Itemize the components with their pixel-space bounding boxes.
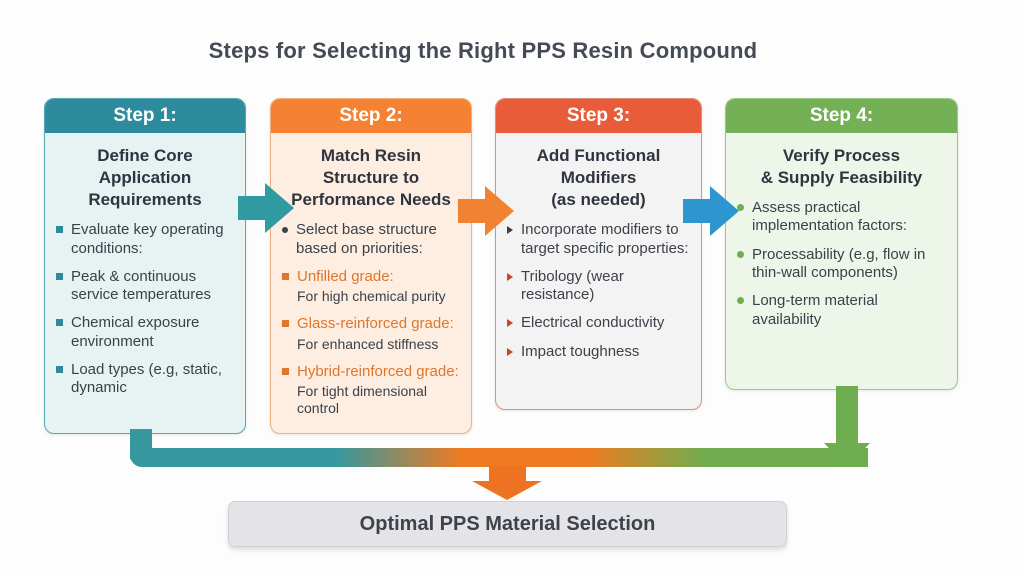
- right-arrow-icon: [683, 186, 739, 236]
- result-box: Optimal PPS Material Selection: [228, 501, 787, 547]
- square-marker-icon: [282, 367, 289, 375]
- square-marker-icon: [282, 272, 289, 280]
- grade-desc: For enhanced stiffness: [297, 335, 439, 352]
- square-marker-icon: [282, 320, 289, 328]
- step-4-header: Step 4:: [726, 99, 957, 133]
- step-1-body: Define Core Application Requirements Eva…: [45, 133, 245, 433]
- list-item: Processability (e.g, flow in thin-wall c…: [737, 246, 946, 283]
- dot-marker-icon: [737, 297, 744, 305]
- grade-entry: Unfilled grade: For high chemical purity: [297, 268, 446, 305]
- triangle-marker-icon: [507, 319, 513, 328]
- step-2-header: Step 2:: [271, 99, 471, 133]
- bullet-text: Incorporate modifiers to target specific…: [521, 221, 689, 257]
- bullet-text: Peak & continuous service temperatures: [71, 267, 212, 304]
- bullet-text: Processability (e.g, flow in thin-wall c…: [752, 245, 926, 282]
- bullet-text: Impact toughness: [521, 342, 640, 360]
- step-card-3: Step 3: Add Functional Modifiers (as nee…: [495, 98, 702, 410]
- list-item: Assess practical implementation factors:: [737, 199, 946, 236]
- bullet-text: Tribology (wear resistance): [521, 267, 624, 304]
- right-arrow-icon: [238, 183, 294, 233]
- step-card-4: Step 4: Verify Process & Supply Feasibil…: [725, 98, 958, 390]
- square-marker-icon: [56, 272, 63, 280]
- list-item: Load types (e.g, static, dynamic: [56, 361, 234, 398]
- down-arrow-stem: [489, 466, 526, 481]
- list-item: Electrical conductivity: [507, 314, 690, 332]
- bullet-text: Electrical conductivity: [521, 314, 665, 332]
- list-item: Incorporate modifiers to target specific…: [507, 221, 690, 258]
- step-2-heading: Match Resin Structure to Performance Nee…: [291, 146, 451, 210]
- bullet-text: Load types (e.g, static, dynamic: [71, 361, 222, 397]
- triangle-marker-icon: [507, 272, 513, 281]
- bullet-text: Evaluate key operating conditions:: [71, 221, 224, 257]
- grade-entry: Hybrid-reinforced grade: For tight dimen…: [297, 363, 460, 417]
- step-4-body: Verify Process & Supply Feasibility Asse…: [726, 133, 957, 389]
- bullet-text: Select base structure based on prioritie…: [296, 221, 437, 257]
- dot-marker-icon: [282, 227, 288, 234]
- grade-label: Unfilled grade:: [297, 267, 394, 285]
- step-3-body: Add Functional Modifiers (as needed) Inc…: [496, 133, 701, 409]
- grade-label: Glass-reinforced grade:: [297, 315, 454, 333]
- square-marker-icon: [56, 226, 63, 234]
- list-item: Long-term material availability: [737, 292, 946, 329]
- down-arrow-icon: [824, 443, 870, 467]
- step-card-1: Step 1: Define Core Application Requirem…: [44, 98, 246, 434]
- list-item: Unfilled grade: For high chemical purity: [282, 268, 460, 305]
- down-arrow-icon: [472, 481, 542, 500]
- dot-marker-icon: [737, 204, 744, 212]
- triangle-marker-icon: [507, 347, 513, 356]
- triangle-marker-icon: [507, 226, 513, 235]
- step-card-2: Step 2: Match Resin Structure to Perform…: [270, 98, 472, 434]
- bullet-text: Long-term material availability: [752, 292, 878, 328]
- square-marker-icon: [56, 366, 63, 374]
- grade-entry: Glass-reinforced grade: For enhanced sti…: [297, 315, 454, 352]
- step-2-body: Match Resin Structure to Performance Nee…: [271, 133, 471, 433]
- grade-desc: For tight dimensional control: [297, 382, 427, 416]
- bullet-text: Chemical exposure environment: [71, 314, 200, 350]
- list-item: Select base structure based on prioritie…: [282, 221, 460, 258]
- list-item: Impact toughness: [507, 343, 690, 361]
- result-label: Optimal PPS Material Selection: [359, 512, 656, 535]
- step-3-header: Step 3:: [496, 99, 701, 133]
- dot-marker-icon: [737, 250, 744, 258]
- step-3-heading: Add Functional Modifiers (as needed): [536, 146, 661, 210]
- grade-desc: For high chemical purity: [297, 288, 446, 305]
- bullet-text: Assess practical implementation factors:: [752, 199, 908, 235]
- list-item: Chemical exposure environment: [56, 314, 234, 351]
- list-item: Tribology (wear resistance): [507, 268, 690, 305]
- step-1-header: Step 1:: [45, 99, 245, 133]
- diagram-title: Steps for Selecting the Right PPS Resin …: [208, 38, 758, 63]
- square-marker-icon: [56, 319, 63, 327]
- list-item: Glass-reinforced grade: For enhanced sti…: [282, 315, 460, 352]
- green-connector: [836, 386, 858, 444]
- step-1-heading: Define Core Application Requirements: [88, 146, 202, 210]
- list-item: Hybrid-reinforced grade: For tight dimen…: [282, 363, 460, 417]
- right-arrow-icon: [458, 186, 514, 236]
- step-4-heading: Verify Process & Supply Feasibility: [760, 146, 923, 188]
- list-item: Evaluate key operating conditions:: [56, 221, 234, 258]
- gradient-flow-bar: [130, 448, 868, 467]
- list-item: Peak & continuous service temperatures: [56, 268, 234, 305]
- grade-label: Hybrid-reinforced grade:: [297, 362, 459, 380]
